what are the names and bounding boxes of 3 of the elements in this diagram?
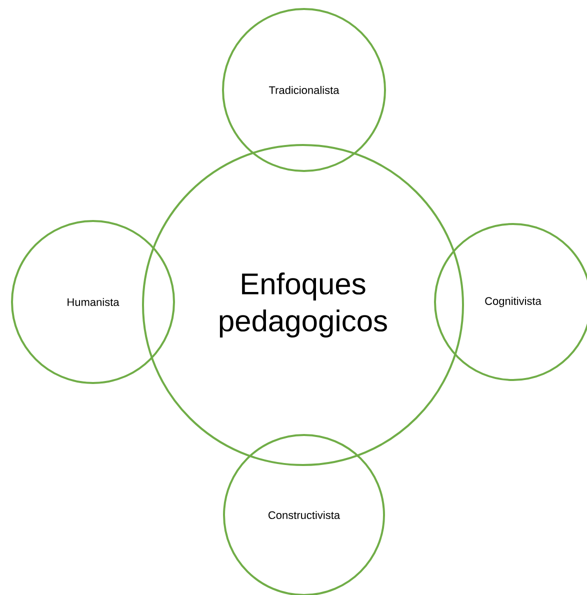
- circle-node: Enfoques pedagogicos: [142, 144, 464, 466]
- circle-node: Humanista: [11, 220, 175, 384]
- circle-node: Tradicionalista: [222, 8, 386, 172]
